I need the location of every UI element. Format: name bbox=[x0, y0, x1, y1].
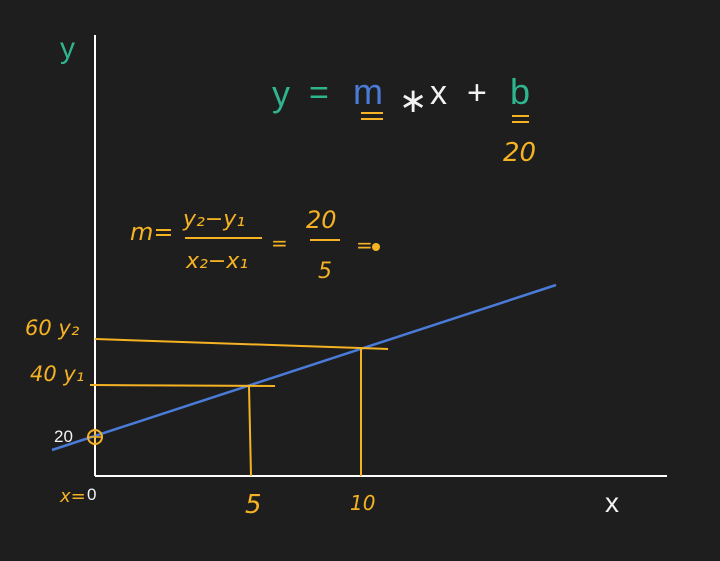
intercept-label: 20 bbox=[54, 427, 73, 446]
equation-b: b bbox=[510, 71, 530, 112]
y1-horizontal-guide bbox=[89, 384, 276, 387]
y-axis-label: y bbox=[60, 32, 75, 65]
origin-label-prefix: x= bbox=[59, 486, 86, 507]
y2-horizontal-guide bbox=[94, 338, 389, 350]
equation: y = m ∗ x + b 20 bbox=[272, 71, 536, 168]
equation-plus: + bbox=[467, 74, 487, 112]
x2-tick-label: 10 bbox=[350, 491, 375, 515]
x1-vertical-guide bbox=[248, 385, 252, 477]
equation-m: m bbox=[353, 71, 383, 112]
slope-equals: = bbox=[271, 231, 288, 255]
equation-times: ∗ bbox=[399, 81, 428, 121]
slope-note: m= y₂−y₁ x₂−x₁ = 20 5 = bbox=[130, 206, 380, 284]
b-value: 20 bbox=[503, 138, 536, 168]
x1-tick-label: 5 bbox=[245, 490, 262, 520]
y2-label: 60 y₂ bbox=[25, 316, 80, 340]
equation-equals: = bbox=[309, 74, 329, 112]
slope-value-denominator: 5 bbox=[318, 259, 332, 284]
regression-line bbox=[51, 283, 557, 452]
equation-y: y bbox=[272, 73, 290, 114]
x-axis-label: x bbox=[605, 487, 619, 518]
slope-value-numerator: 20 bbox=[306, 206, 337, 234]
slope-numerator: y₂−y₁ bbox=[182, 207, 245, 232]
equation-x: x bbox=[430, 74, 447, 112]
cursor-dot bbox=[372, 243, 380, 251]
slope-denominator: x₂−x₁ bbox=[185, 249, 248, 274]
y1-label: 40 y₁ bbox=[30, 362, 84, 386]
origin-label-value: 0 bbox=[87, 485, 96, 504]
slope-m-label: m= bbox=[130, 218, 174, 246]
slope-trailing-equals: = bbox=[356, 233, 373, 257]
